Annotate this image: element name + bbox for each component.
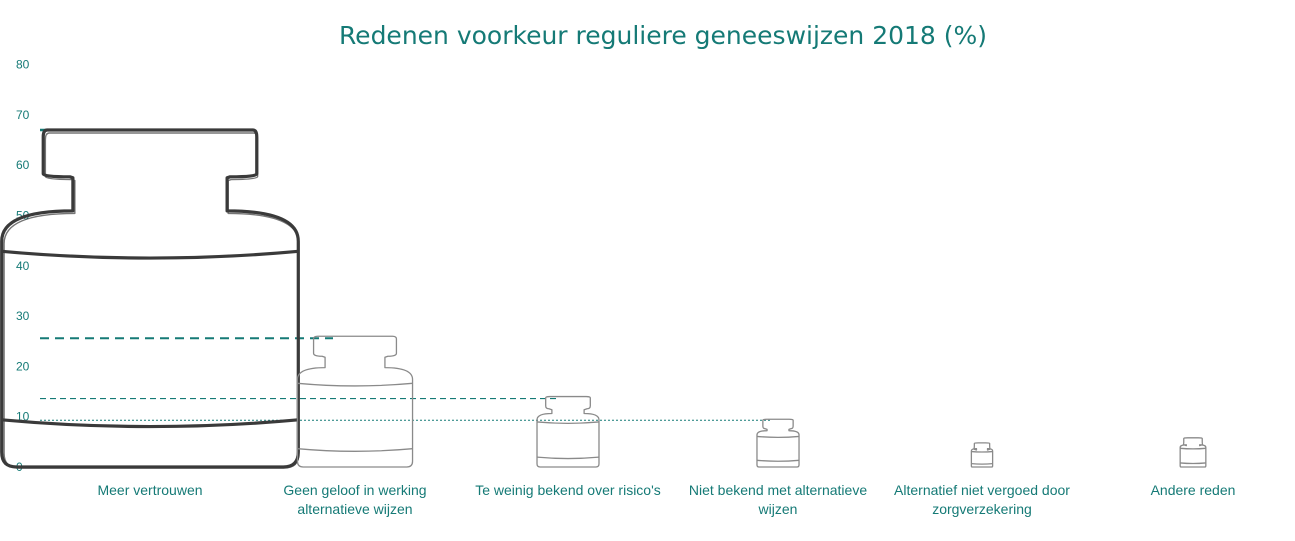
- x-category-label: Te weinig bekend over risico's: [475, 482, 661, 498]
- x-category-label: Geen geloof in werking alternatieve wijze…: [283, 482, 426, 517]
- bottle-outline: [756, 418, 800, 468]
- x-category-label-line: Niet bekend met alternatieve: [689, 482, 867, 498]
- bottle-outline-sketch: [3, 132, 300, 469]
- x-category-label-line: Meer vertrouwen: [97, 482, 202, 498]
- reference-lines: [40, 128, 770, 421]
- bar-bottle: [1179, 437, 1207, 468]
- bottle-label-band-bottom: [297, 448, 413, 452]
- x-category-label-line: Te weinig bekend over risico's: [475, 482, 661, 498]
- x-category-label: Andere reden: [1151, 482, 1236, 498]
- bar-bottle: [536, 395, 600, 468]
- x-category-label-line: Alternatief niet vergoed door: [894, 482, 1070, 498]
- y-tick-label: 80: [16, 58, 30, 72]
- bottle-outline: [0, 128, 300, 469]
- bottle-label-band-top: [536, 421, 600, 424]
- bar-bottle: [0, 128, 300, 469]
- bottle-label-band-bottom: [756, 459, 800, 462]
- bottle-label-band-top: [297, 382, 413, 387]
- x-category-label-line: wijzen: [758, 501, 798, 517]
- chart-title: Redenen voorkeur reguliere geneeswijzen …: [339, 21, 987, 50]
- bottle-label-band-bottom: [536, 456, 600, 460]
- x-category-label-line: Geen geloof in werking: [283, 482, 426, 498]
- y-tick-label: 40: [16, 259, 30, 273]
- bottle-label-band-top: [756, 435, 800, 439]
- bottle-label-band-top: [1, 249, 299, 260]
- x-category-label: Meer vertrouwen: [97, 482, 202, 498]
- y-tick-label: 60: [16, 158, 30, 172]
- bottle-label-band-bottom: [1180, 462, 1206, 465]
- bar-bottle: [756, 418, 800, 468]
- bar-bottle: [970, 442, 994, 468]
- x-category-label-line: alternatieve wijzen: [297, 501, 412, 517]
- x-category-label-line: zorgverzekering: [932, 501, 1032, 517]
- bottle-outline: [1179, 437, 1207, 468]
- bar-bottle: [296, 335, 414, 468]
- x-axis-labels: Meer vertrouwen Geen geloof in werking alt…: [97, 482, 1235, 517]
- y-tick-label: 20: [16, 359, 30, 373]
- x-category-label: Alternatief niet vergoed door zorgverzeke…: [894, 482, 1070, 517]
- bars: [0, 128, 1207, 469]
- bottle-label-band-bottom: [1, 418, 299, 429]
- bottle-outline: [536, 395, 600, 468]
- y-tick-label: 30: [16, 309, 30, 323]
- bottle-outline: [970, 442, 994, 468]
- x-category-label: Niet bekend met alternatieve wijzen: [689, 482, 867, 517]
- y-tick-label: 70: [16, 108, 30, 122]
- x-category-label-line: Andere reden: [1151, 482, 1236, 498]
- bottle-label-band-top: [1180, 447, 1206, 450]
- bottle-outline: [296, 335, 414, 468]
